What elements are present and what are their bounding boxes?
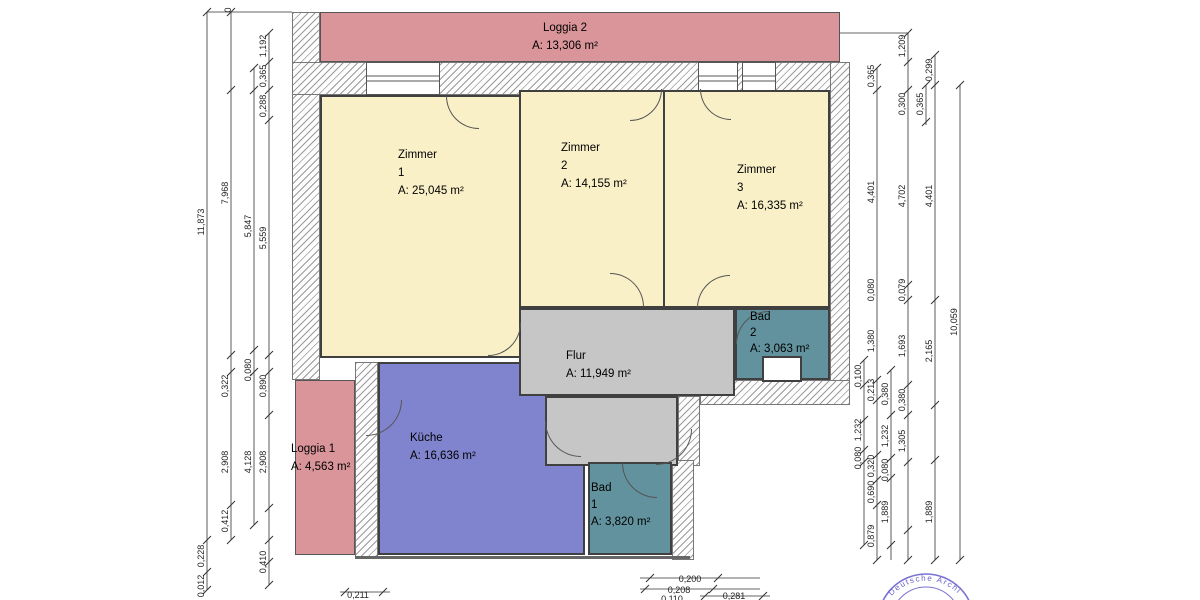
room-zimmer-1 — [320, 95, 521, 358]
dim-label-right: 1,693 — [897, 334, 907, 358]
dim-label-bottom: 0,211 — [347, 590, 369, 600]
stamp-inner-ring — [898, 586, 954, 600]
room-area: A: 11,949 m² — [566, 368, 631, 380]
dim-label-right: 0,320 — [866, 454, 876, 478]
dim-label-right: 0,365 — [866, 64, 876, 88]
room-name: Küche — [410, 432, 443, 444]
room-label-zimmer-3: Zimmer 3 A: 16,335 m² — [737, 161, 803, 215]
dim-label-left: 0 — [223, 7, 233, 13]
dim-label-right: 1,232 — [853, 418, 863, 442]
dim-label-right: 4,702 — [897, 184, 907, 208]
dim-label-bottom: 0,110 — [661, 594, 683, 600]
dim-label-left: 0,410 — [258, 550, 268, 574]
dim-label-right: 0,879 — [866, 524, 876, 548]
dim-label-right: 2,165 — [924, 339, 934, 363]
room-name: Loggia 1 — [291, 443, 336, 455]
room-label-bad-1: Bad 1 A: 3,820 m² — [591, 480, 650, 531]
dim-label-right: 4,401 — [866, 180, 876, 204]
dim-label-right: 1,232 — [880, 424, 890, 448]
architect-stamp: Deutsche Archi — [882, 573, 970, 600]
room-area: A: 13,306 m² — [532, 40, 598, 52]
dim-label-right: 1,889 — [924, 500, 934, 524]
wall-bad1-right — [672, 460, 694, 560]
dim-label-left: 0,012 — [196, 574, 206, 598]
room-name: Zimmer — [737, 164, 776, 176]
dim-label-left: 0,228 — [196, 544, 206, 568]
dim-label-right: 1,889 — [880, 500, 890, 524]
room-label-bad-2: Bad 2 A: 3,063 m² — [750, 309, 809, 357]
wall-loggia1-divider — [355, 362, 378, 558]
room-number: 2 — [561, 160, 568, 172]
dim-label-left: 0,288 — [258, 94, 268, 118]
wall-right — [830, 62, 850, 405]
dim-label-left: 5,559 — [258, 226, 268, 250]
room-name: Zimmer — [561, 142, 600, 154]
room-area: A: 3,820 m² — [591, 516, 651, 528]
dim-label-right: 0,365 — [915, 92, 925, 116]
room-number: 1 — [591, 499, 598, 511]
dim-label-left: 11,873 — [196, 208, 206, 236]
room-label-zimmer-1: Zimmer 1 A: 25,045 m² — [398, 146, 464, 200]
dim-label-right: 0,380 — [880, 382, 890, 406]
dim-label-bottom: 0,281 — [722, 591, 746, 600]
dim-label-right: 0,080 — [866, 278, 876, 302]
dim-label-right: 1,380 — [866, 329, 876, 353]
dim-label-left: 2,908 — [258, 450, 268, 474]
room-label-loggia-1: Loggia 1 A: 4,563 m² — [291, 440, 350, 476]
room-name: Zimmer — [398, 149, 437, 161]
room-area: A: 16,335 m² — [737, 200, 803, 212]
room-area: A: 25,045 m² — [398, 185, 464, 197]
wall-bottom-line — [355, 556, 690, 559]
room-area: A: 4,563 m² — [291, 461, 351, 473]
bad2-wall-notch — [762, 356, 802, 382]
dim-label-right: 0,300 — [897, 92, 907, 116]
room-number: 2 — [750, 327, 757, 339]
dim-label-right: 1,209 — [897, 34, 907, 58]
dim-label-right: 0,080 — [853, 446, 863, 470]
dim-label-left: 7,968 — [220, 181, 230, 205]
room-label-loggia-2: Loggia 2 A: 13,306 m² — [485, 19, 645, 55]
dim-label-left: 0,890 — [258, 374, 268, 398]
room-name: Loggia 2 — [542, 22, 588, 34]
dim-label-left: 0,412 — [220, 509, 230, 533]
room-label-kueche: Küche A: 16,636 m² — [410, 429, 476, 465]
room-number: 3 — [737, 182, 744, 194]
room-name: Flur — [566, 350, 586, 362]
room-name: Bad — [750, 311, 771, 323]
dim-label-bottom: 0,200 — [678, 574, 702, 584]
dim-label-right: 10,059 — [949, 308, 959, 336]
dim-label-right: 0,380 — [897, 388, 907, 412]
dim-label-left: 0,080 — [243, 358, 253, 382]
room-zimmer-2 — [519, 90, 665, 308]
room-label-zimmer-2: Zimmer 2 A: 14,155 m² — [561, 139, 627, 193]
dim-label-left: 0,365 — [258, 64, 268, 88]
room-label-flur: Flur A: 11,949 m² — [566, 347, 631, 383]
dim-label-left: 0,322 — [220, 374, 230, 398]
stamp-text: Deutsche Archi — [887, 574, 964, 598]
dim-label-right: 0,299 — [924, 58, 934, 82]
stamp-outer-ring — [882, 573, 970, 600]
dim-label-left: 4,128 — [243, 450, 253, 474]
dim-label-left: 2,908 — [220, 450, 230, 474]
room-number: 1 — [398, 167, 405, 179]
dim-label-left: 5,847 — [243, 214, 253, 238]
room-area: A: 16,636 m² — [410, 450, 476, 462]
dim-label-left: 1,192 — [258, 34, 268, 58]
dim-label-right: 4,401 — [924, 184, 934, 208]
dim-label-right: 0,079 — [897, 278, 907, 302]
room-area: A: 14,155 m² — [561, 178, 627, 190]
dim-label-right: 1,305 — [897, 429, 907, 453]
window-zimmer1 — [366, 62, 440, 95]
dim-label-right: 0,213 — [866, 378, 876, 402]
dim-label-right: 0,690 — [866, 480, 876, 504]
room-name: Bad — [591, 482, 612, 494]
dim-label-bottom: 0,208 — [667, 585, 691, 595]
dim-label-right: 0,100 — [853, 364, 863, 388]
room-area: A: 3,063 m² — [750, 343, 810, 355]
dim-label-right: 0,080 — [880, 458, 890, 482]
